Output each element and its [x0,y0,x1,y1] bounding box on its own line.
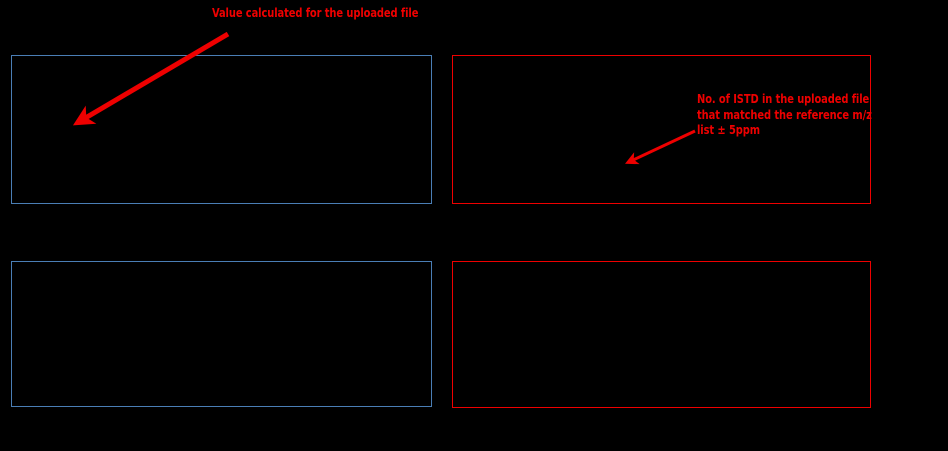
callout-istd-match: No. of ISTD in the uploaded file that ma… [697,91,872,137]
panel-top-left[interactable] [11,55,432,204]
callout-uploaded-value: Value calculated for the uploaded file [212,5,419,20]
panel-top-right[interactable] [452,55,871,204]
panel-bottom-right[interactable] [452,261,871,408]
panel-bottom-left[interactable] [11,261,432,407]
